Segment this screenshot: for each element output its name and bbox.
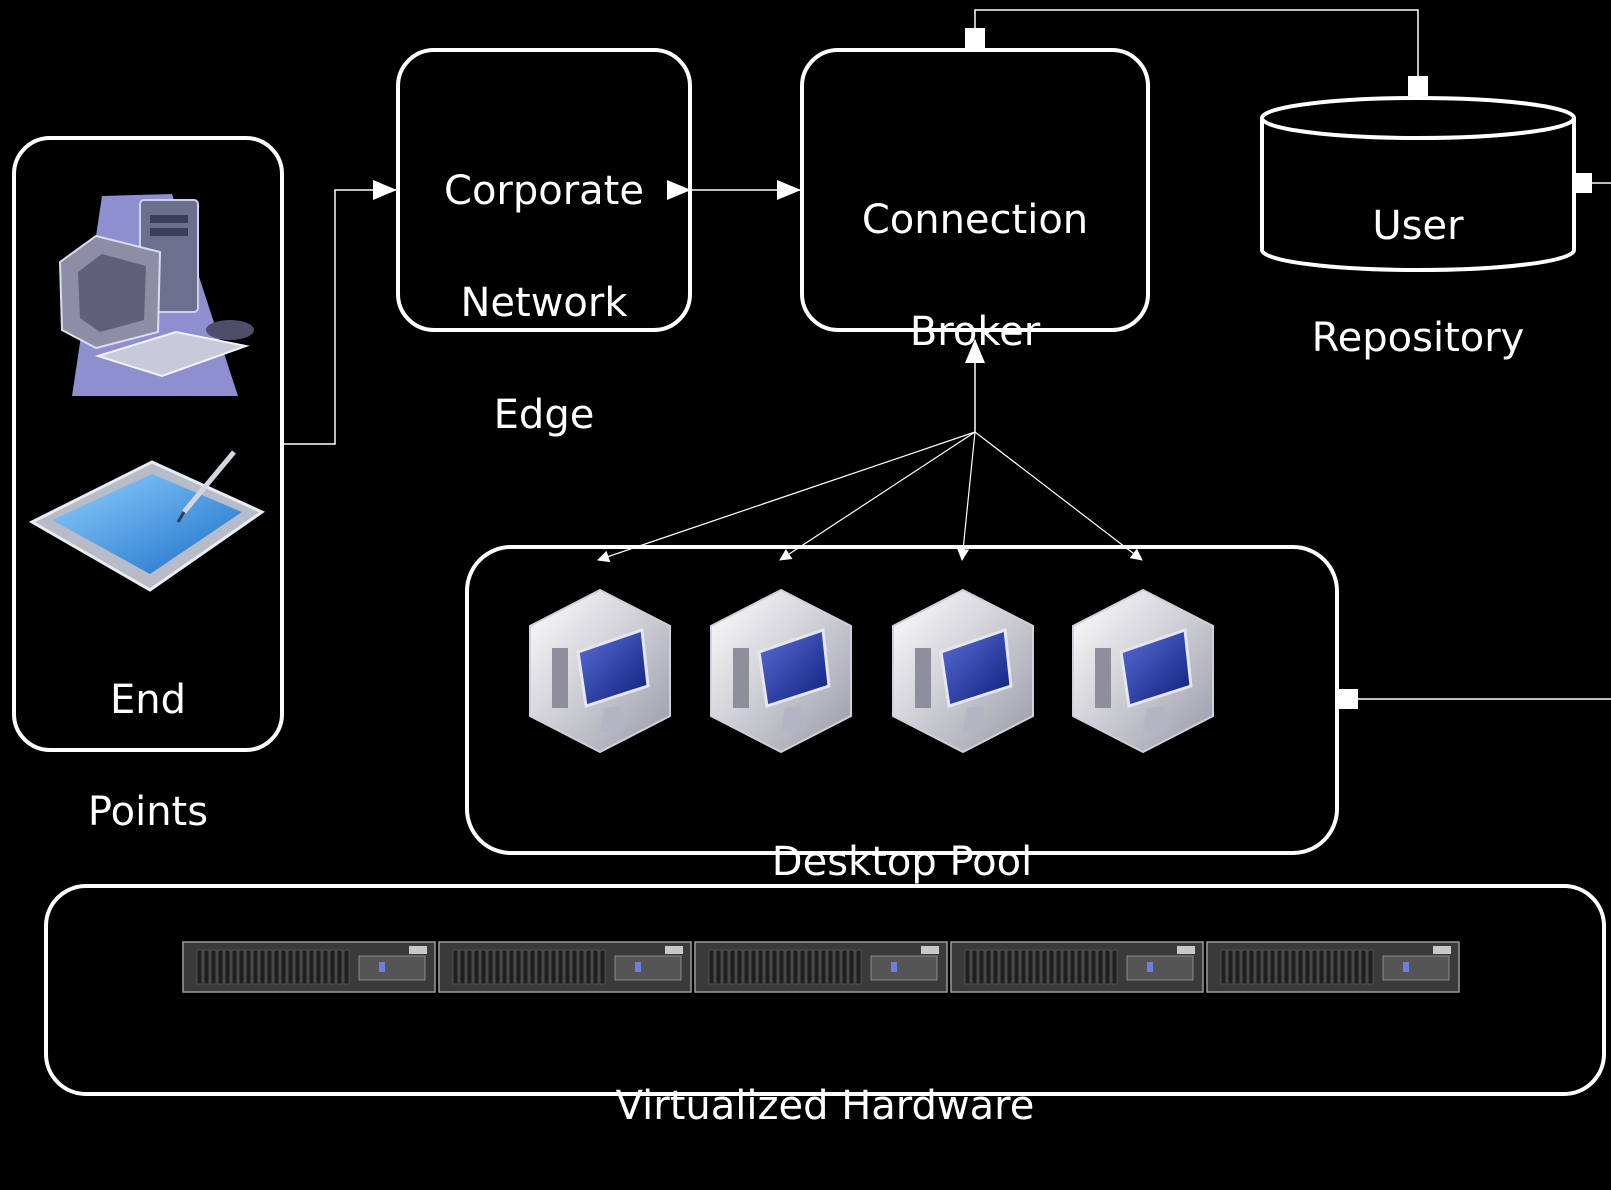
rack-servers [182,941,1460,993]
desktop-pool-label: Desktop Pool [467,778,1337,946]
rack-server-icon [950,941,1204,993]
desktop-computer-icon [58,194,254,396]
end-points-label-line1: End [109,677,186,723]
user-repository-line2: Repository [1311,315,1525,361]
connector-fan-vm2 [779,431,976,561]
tablet-pen-icon [28,450,266,592]
connection-broker-line1: Connection [861,197,1089,243]
corporate-network-edge-label: Corporate Network Edge [398,107,690,499]
connection-broker-label: Connection Broker [802,136,1148,416]
rack-server-icon [182,941,436,993]
desktop-pool-box [465,545,1339,855]
port-repository-right [1572,173,1592,193]
virtual-desktop-cube-icon [529,588,671,754]
rack-server-icon [1206,941,1460,993]
end-points-box [12,136,284,752]
user-repository-label: User Repository [1262,142,1574,422]
connector-broker-repository [974,9,1419,80]
virtualized-hardware-box [44,884,1606,1096]
rack-server-icon [694,941,948,993]
connector-endpoints-to-network [281,180,397,445]
virtual-desktop-cube-icon [1072,588,1214,754]
corporate-network-edge-line1: Corporate [444,168,644,214]
user-repository-line1: User [1372,203,1464,249]
corporate-network-edge-line2: Network [460,280,628,326]
end-points-label: End Points [14,616,282,896]
end-points-label-line2: Points [87,789,209,835]
vdi-architecture-diagram [12,9,1611,1096]
connection-broker-box [800,48,1150,332]
virtual-desktop-cube-icon [710,588,852,754]
connector-fan-vm3 [957,431,976,561]
virtualized-hardware-label: Virtualized Hardware [46,1022,1604,1190]
connector-fan-vm1 [597,431,976,563]
port-pool-right [1338,689,1358,709]
rack-server-icon [438,941,692,993]
port-broker-top [965,28,985,48]
virtualized-hardware-label-text: Virtualized Hardware [615,1083,1035,1129]
user-repository-cylinder [1260,96,1576,272]
connector-fan-vm4 [974,431,1143,561]
connection-broker-line2: Broker [909,309,1041,355]
desktop-pool-label-text: Desktop Pool [771,839,1033,885]
corporate-network-edge-box [396,48,692,332]
port-repository-top [1408,76,1428,96]
corporate-network-edge-line3: Edge [493,392,595,438]
virtual-desktop-cube-icon [892,588,1034,754]
